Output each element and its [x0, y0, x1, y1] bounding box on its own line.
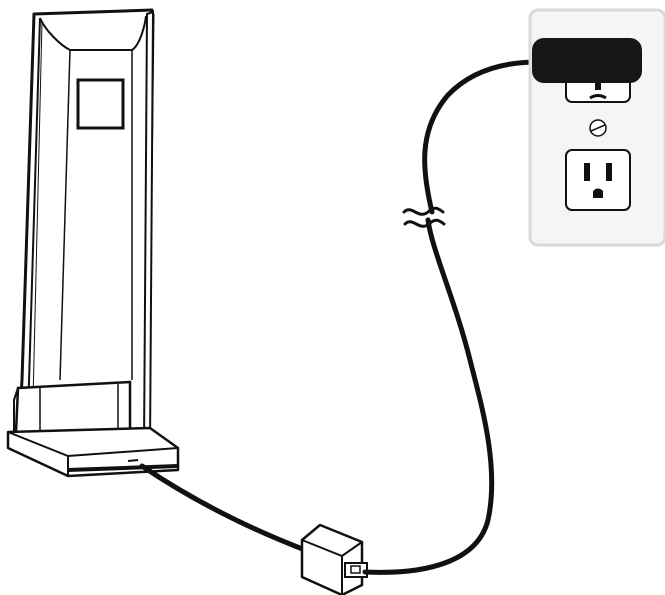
outlet-screw-icon — [589, 119, 607, 137]
charger-cradle-front — [13, 380, 132, 434]
wall-outlet — [528, 8, 665, 247]
charger-cord — [139, 463, 308, 553]
power-adapter — [532, 38, 642, 83]
charger-base — [6, 426, 180, 478]
adapter-block — [300, 523, 368, 595]
lower-receptacle — [565, 149, 631, 211]
handset-display — [76, 78, 125, 130]
adapter-cord — [362, 59, 541, 575]
handset — [16, 8, 155, 447]
cord-break-icon — [402, 206, 446, 228]
handset-charger — [6, 8, 180, 478]
